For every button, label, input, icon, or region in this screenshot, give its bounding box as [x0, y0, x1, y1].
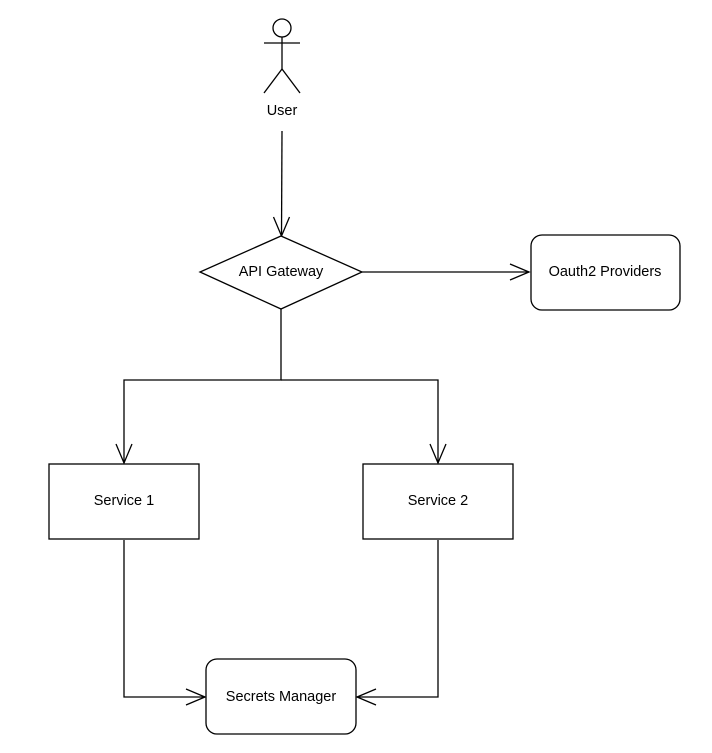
api-gateway-node[interactable]: API Gateway — [198, 235, 364, 310]
secrets-manager-label: Secrets Manager — [226, 689, 337, 705]
edge-service-2-to-secrets-manager — [355, 540, 439, 706]
user-label: User — [267, 103, 298, 119]
service-2-label: Service 2 — [408, 493, 468, 509]
service-2-node[interactable]: Service 2 — [362, 463, 514, 540]
edge-api-gateway-to-service-1 — [115, 309, 282, 465]
oauth2-providers-label: Oauth2 Providers — [549, 264, 662, 280]
edge-api-gateway-to-oauth2-providers — [362, 263, 531, 281]
service-1-node[interactable]: Service 1 — [48, 463, 200, 540]
user-icon — [263, 18, 301, 94]
user-actor-node[interactable]: User — [263, 18, 301, 119]
edge-user-to-api-gateway — [272, 130, 291, 238]
oauth2-providers-node[interactable]: Oauth2 Providers — [530, 234, 681, 311]
edge-api-gateway-to-service-2 — [281, 379, 447, 465]
secrets-manager-node[interactable]: Secrets Manager — [205, 658, 357, 735]
service-1-label: Service 1 — [94, 493, 154, 509]
api-gateway-label: API Gateway — [239, 264, 324, 280]
edge-service-1-to-secrets-manager — [123, 540, 207, 706]
